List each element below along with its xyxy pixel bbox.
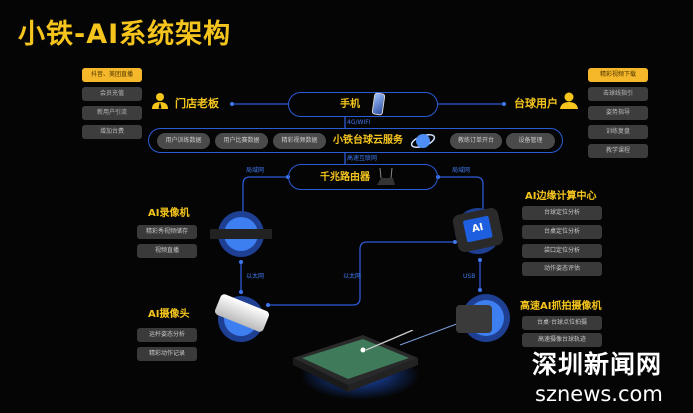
recorder-icon (210, 229, 272, 239)
link-lan-left: 局域网 (246, 167, 265, 174)
router-label: 千兆路由器 (320, 172, 370, 183)
link-lan-right: 局域网 (452, 167, 471, 174)
player-item: 训练复盘 (588, 125, 648, 139)
owner-item: 新用户引流 (82, 106, 142, 120)
phone-node (288, 92, 438, 117)
user-icon (560, 92, 578, 109)
cloud-chip: 精彩视频数据 (273, 133, 326, 149)
cloud-node (148, 128, 563, 153)
snap-camera-label: 高速AI抓拍摄像机 (520, 301, 602, 312)
recorder-item: 视频直播 (137, 244, 197, 258)
edge-item: 袋口定位分析 (522, 244, 602, 258)
cloud-chip: 设备管理 (506, 133, 555, 149)
edge-item: 台桌定位分析 (522, 225, 602, 239)
ai-chip-icon: AI (462, 215, 493, 243)
player-item: 击球线指引 (588, 87, 648, 101)
cloud-chip: 教练订单开台 (450, 133, 502, 149)
link-4g-wifi: 4G/WIFI (347, 119, 371, 126)
player-label: 台球用户 (514, 97, 558, 110)
watermark-en: sznews.com (535, 382, 663, 406)
pool-table-icon (293, 330, 418, 392)
cloud-label: 小铁台球云服务 (333, 135, 403, 146)
link-internet: 高速互联网 (347, 155, 378, 162)
store-owner-icon (152, 93, 168, 109)
snap-item: 台桌·台球点位拍摄 (522, 316, 602, 330)
owner-item: 抖音、美团直播 (82, 68, 142, 82)
snap-camera-icon (456, 305, 492, 333)
player-item: 姿势指导 (588, 106, 648, 120)
edge-item: 台球定位分析 (522, 206, 602, 220)
cloud-icon (410, 134, 436, 148)
recorder-label: AI录像机 (148, 208, 190, 219)
store-owner-label: 门店老板 (175, 97, 219, 110)
phone-label: 手机 (340, 99, 360, 110)
link-ethernet-1: 以太网 (246, 273, 265, 280)
camera-item: 运杆姿态分析 (137, 328, 197, 342)
link-ethernet-2: 以太网 (343, 273, 362, 280)
player-item: 精彩视频下载 (588, 68, 648, 82)
link-usb: USB (463, 273, 476, 280)
snap-item: 高速摄像台球轨迹 (522, 333, 602, 347)
cloud-chip: 用户比赛数据 (215, 133, 268, 149)
edge-item: 动作姿态评估 (522, 262, 602, 276)
watermark-cn: 深圳新闻网 (532, 350, 663, 379)
cloud-chip: 用户训练数据 (157, 133, 210, 149)
router-icon (377, 167, 395, 185)
owner-item: 增加台费 (82, 125, 142, 139)
camera-item: 精彩动作记录 (137, 347, 197, 361)
camera-label: AI摄像头 (148, 309, 190, 320)
page-title: 小铁-AI系统架构 (18, 19, 232, 50)
player-item: 教学课程 (588, 144, 648, 158)
edge-label: AI边缘计算中心 (525, 191, 597, 202)
owner-item: 会员充值 (82, 87, 142, 101)
recorder-item: 精彩秀视频储存 (137, 225, 197, 239)
router-node (288, 164, 438, 190)
